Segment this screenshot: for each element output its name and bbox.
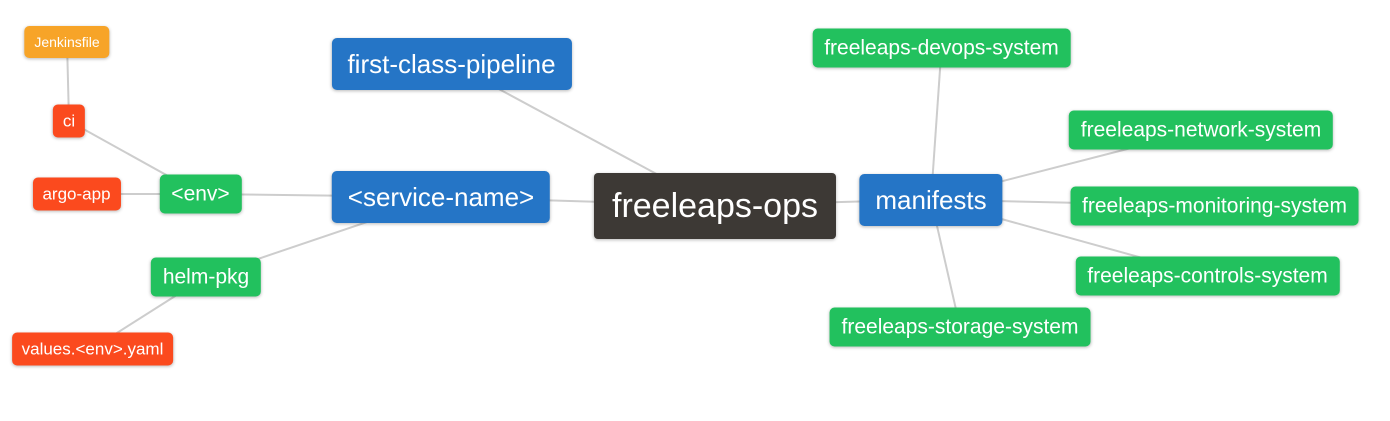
mindmap-node-values-env-yaml[interactable]: values.<env>.yaml	[11, 332, 174, 365]
mindmap-node-service-name[interactable]: <service-name>	[331, 171, 551, 223]
mindmap-node-ci[interactable]: ci	[52, 104, 86, 138]
mindmap-node-jenkinsfile[interactable]: Jenkinsfile	[24, 26, 110, 58]
mindmap-node-argo-app[interactable]: argo-app	[32, 177, 121, 211]
mindmap-node-freeleaps-ops[interactable]: freeleaps-ops	[593, 172, 837, 239]
mindmap-node-freeleaps-controls-system[interactable]: freeleaps-controls-system	[1075, 256, 1340, 296]
mindmap-node-helm-pkg[interactable]: helm-pkg	[150, 257, 262, 296]
mindmap-node-freeleaps-network-system[interactable]: freeleaps-network-system	[1068, 110, 1334, 150]
mindmap-node-first-class-pipeline[interactable]: first-class-pipeline	[331, 37, 572, 90]
mindmap-node-manifests[interactable]: manifests	[859, 173, 1003, 226]
mindmap-node-env[interactable]: <env>	[159, 174, 242, 214]
mindmap-node-freeleaps-devops-system[interactable]: freeleaps-devops-system	[812, 28, 1071, 68]
mindmap-node-freeleaps-monitoring-system[interactable]: freeleaps-monitoring-system	[1070, 186, 1359, 226]
mindmap-node-freeleaps-storage-system[interactable]: freeleaps-storage-system	[829, 307, 1091, 347]
